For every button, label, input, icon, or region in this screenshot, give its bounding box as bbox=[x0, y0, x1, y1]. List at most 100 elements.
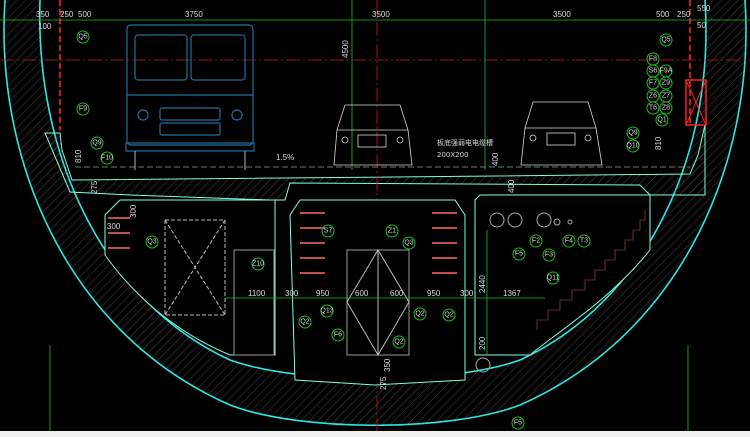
tunnel-outer-line bbox=[3, 0, 747, 427]
callout-z6[interactable]: Z6 bbox=[646, 89, 660, 103]
callout-q2[interactable]: Q2 bbox=[442, 308, 456, 322]
callout-f5[interactable]: F5 bbox=[512, 247, 526, 261]
dimension-label: 250 bbox=[60, 10, 74, 19]
dimension-label: 810 bbox=[74, 149, 83, 163]
callout-circle bbox=[659, 33, 673, 47]
callout-label: Q5 bbox=[661, 37, 670, 44]
callout-q3[interactable]: Q3 bbox=[145, 235, 159, 249]
callout-circle bbox=[529, 234, 543, 248]
callout-circle bbox=[659, 101, 673, 115]
callout-q9[interactable]: Q9 bbox=[626, 126, 640, 140]
dimension-label: 300 bbox=[460, 289, 474, 298]
callout-q9[interactable]: Q9 bbox=[90, 136, 104, 150]
callout-f5[interactable]: F5 bbox=[511, 416, 525, 430]
callout-z1[interactable]: Z1 bbox=[385, 224, 399, 238]
callout-label: F3 bbox=[545, 252, 553, 259]
dimension-label: 300 bbox=[285, 289, 299, 298]
callout-label: Q9 bbox=[628, 130, 637, 137]
callout-circle bbox=[385, 224, 399, 238]
callout-f9[interactable]: F9 bbox=[76, 102, 90, 116]
callout-label: Q9 bbox=[92, 140, 101, 147]
callout-circle bbox=[90, 136, 104, 150]
dimension-label: 4500 bbox=[341, 40, 350, 58]
callout-z7[interactable]: Z7 bbox=[659, 89, 673, 103]
callout-f7[interactable]: F7 bbox=[646, 76, 660, 90]
callout-q5[interactable]: Q5 bbox=[659, 33, 673, 47]
callout-circle bbox=[646, 76, 660, 90]
callout-f9a[interactable]: F9A bbox=[659, 64, 673, 78]
dimension-label: 250 bbox=[677, 10, 691, 19]
callout-circle bbox=[442, 308, 456, 322]
callout-label: F2 bbox=[532, 238, 540, 245]
callout-label: T6 bbox=[649, 105, 657, 112]
callout-circle bbox=[577, 234, 591, 248]
dimension-label: 3750 bbox=[185, 10, 203, 19]
dimension-label: 810 bbox=[654, 136, 663, 150]
cable-tray-note: 板底强弱电电缆槽 bbox=[437, 138, 493, 147]
callout-label: Q3 bbox=[147, 239, 156, 246]
callout-s6[interactable]: S6 bbox=[646, 64, 660, 78]
dimension-label: 950 bbox=[316, 289, 330, 298]
callout-circle bbox=[511, 416, 525, 430]
callout-z8[interactable]: Z8 bbox=[659, 101, 673, 115]
callout-t6[interactable]: T6 bbox=[646, 101, 660, 115]
callout-circle bbox=[542, 248, 556, 262]
callout-circle bbox=[392, 335, 406, 349]
callout-circle bbox=[402, 236, 416, 250]
dimension-label: 275 bbox=[90, 180, 99, 194]
callout-z10[interactable]: Z10 bbox=[251, 257, 265, 271]
callout-q3[interactable]: Q3 bbox=[402, 236, 416, 250]
callout-circle bbox=[331, 328, 345, 342]
callout-z9[interactable]: Z9 bbox=[659, 76, 673, 90]
pipes bbox=[475, 212, 573, 373]
callout-q2[interactable]: Q2 bbox=[392, 335, 406, 349]
callout-label: F9 bbox=[79, 106, 87, 113]
car-icon bbox=[520, 101, 603, 166]
callout-f6[interactable]: F6 bbox=[331, 328, 345, 342]
callout-circle bbox=[413, 307, 427, 321]
dimension-label: 500 bbox=[78, 10, 92, 19]
callout-f4[interactable]: F4 bbox=[562, 234, 576, 248]
callout-f8[interactable]: F8 bbox=[646, 52, 660, 66]
status-bar bbox=[0, 431, 750, 437]
callout-label: F5 bbox=[514, 420, 522, 427]
callout-f10[interactable]: F10 bbox=[100, 151, 114, 165]
callout-q5[interactable]: Q5 bbox=[76, 30, 90, 44]
equipment-box bbox=[685, 79, 707, 126]
callout-circle bbox=[546, 271, 560, 285]
cable-trays bbox=[108, 212, 457, 274]
dimension-label: 600 bbox=[390, 289, 404, 298]
callout-circle bbox=[100, 151, 114, 165]
dimension-label: 3500 bbox=[372, 10, 390, 19]
callout-q2[interactable]: Q2 bbox=[298, 315, 312, 329]
callout-q11[interactable]: Q11 bbox=[546, 271, 560, 285]
dimension-label: 350 bbox=[36, 10, 50, 19]
callout-label: T3 bbox=[580, 238, 588, 245]
callout-label: Q3 bbox=[404, 240, 413, 247]
dimension-label: 600 bbox=[355, 289, 369, 298]
callout-label: Q2 bbox=[300, 319, 309, 326]
callout-label: Z8 bbox=[662, 105, 670, 112]
callout-q10[interactable]: Q10 bbox=[626, 139, 640, 153]
dimension-label: 500 bbox=[656, 10, 670, 19]
callout-label: Z7 bbox=[662, 93, 670, 100]
callout-q2[interactable]: Q2 bbox=[413, 307, 427, 321]
dimension-label: 2440 bbox=[478, 275, 487, 293]
dimension-label: 3500 bbox=[553, 10, 571, 19]
callout-f2[interactable]: F2 bbox=[529, 234, 543, 248]
callout-f3[interactable]: F3 bbox=[542, 248, 556, 262]
callout-label: Q2 bbox=[415, 311, 424, 318]
callout-q13[interactable]: Q13 bbox=[320, 304, 334, 318]
callout-circle bbox=[76, 102, 90, 116]
callout-q1[interactable]: Q1 bbox=[655, 113, 669, 127]
callout-s7[interactable]: S7 bbox=[321, 224, 335, 238]
callout-label: Q2 bbox=[444, 312, 453, 319]
callout-label: Q1 bbox=[657, 117, 666, 124]
dimension-label: 1100 bbox=[248, 289, 266, 298]
slope-label: 1.5% bbox=[276, 153, 294, 162]
callout-label: Z10 bbox=[252, 261, 264, 268]
callout-circle bbox=[298, 315, 312, 329]
callout-t3[interactable]: T3 bbox=[577, 234, 591, 248]
car-icon bbox=[333, 104, 413, 166]
